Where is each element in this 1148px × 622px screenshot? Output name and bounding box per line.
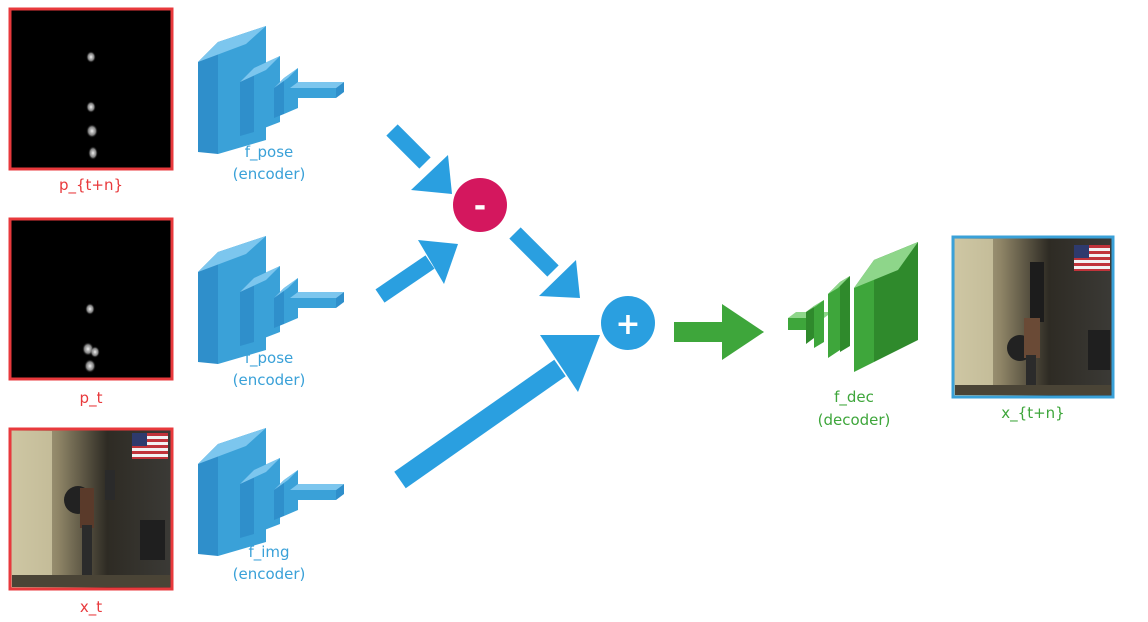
encoder-image-role: (encoder) — [233, 565, 306, 583]
encoder-pose-future-role: (encoder) — [233, 165, 306, 183]
pose-future-heatmap — [8, 7, 174, 171]
add-node: + — [601, 296, 655, 350]
encoder-pose-future-block — [198, 26, 344, 154]
image-current-label: x_t — [80, 598, 102, 617]
output-label: x_{t+n} — [1001, 404, 1064, 423]
image-current-frame — [8, 427, 174, 591]
arrow-add-to-decoder — [674, 304, 764, 360]
decoder-name: f_dec — [834, 388, 874, 407]
encoder-pose-current-name: f_pose — [245, 349, 294, 368]
arrow-pose-current-to-subtract — [375, 240, 458, 303]
encoder-image-name: f_img — [248, 543, 289, 562]
encoder-pose-current-block — [198, 236, 344, 364]
encoder-pose-current-role: (encoder) — [233, 371, 306, 389]
subtract-node: - — [453, 178, 507, 232]
arrow-subtract-to-add — [509, 227, 580, 298]
add-symbol: + — [615, 307, 640, 342]
decoder-role: (decoder) — [818, 411, 891, 429]
output-image-frame — [951, 235, 1115, 399]
pose-current-heatmap — [8, 217, 174, 381]
encoder-image-block — [198, 428, 344, 556]
subtract-symbol: - — [474, 189, 486, 224]
pose-current-label: p_t — [80, 389, 103, 408]
arrow-image-to-add — [394, 335, 600, 489]
pose-future-label: p_{t+n} — [59, 176, 123, 195]
arrow-pose-future-to-subtract — [386, 124, 452, 194]
encoder-pose-future-name: f_pose — [245, 143, 294, 162]
decoder-block — [788, 242, 918, 372]
